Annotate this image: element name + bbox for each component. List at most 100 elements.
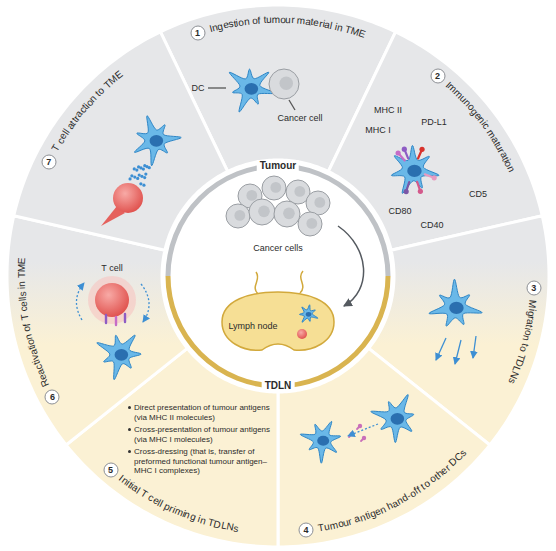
glyph: o [280, 14, 286, 26]
cell-body [135, 116, 182, 166]
cell-body [391, 145, 439, 193]
chemokine-dot [133, 175, 136, 178]
receptor-head [404, 189, 409, 194]
lymph-node [222, 292, 334, 350]
nucleus [317, 436, 329, 446]
nucleus [280, 77, 294, 91]
glyph: f [257, 15, 261, 27]
glyph: s [232, 522, 239, 535]
nucleus [115, 349, 129, 361]
cell-body [429, 279, 482, 326]
leader-line [208, 87, 226, 88]
chemokine-dot [137, 165, 140, 168]
glyph: u [266, 14, 272, 26]
signal-arrow [76, 283, 84, 320]
glyph: E [357, 28, 367, 42]
receptor-head [419, 147, 424, 152]
dendritic-cell [391, 145, 439, 193]
sector-group [369, 216, 549, 445]
receptor-head [396, 150, 401, 155]
nucleus [294, 186, 305, 197]
chemokine-dot [143, 164, 146, 167]
migration-arrow [436, 338, 446, 360]
cell-body [300, 421, 340, 463]
glyph: m [272, 14, 280, 26]
dendritic-cell [229, 69, 275, 112]
sector-wedge [369, 216, 549, 445]
bullet-text: Direct presentation of tumour antigens (… [134, 403, 273, 422]
glyph: T [19, 313, 32, 321]
glyph: n [16, 281, 28, 287]
glyph: E [16, 257, 28, 264]
glyph [16, 278, 28, 281]
molecule-label: PD-L1 [421, 117, 447, 128]
molecule-label: CD5 [469, 189, 487, 200]
cell-body [371, 395, 414, 443]
signal-arrow [141, 284, 149, 322]
glyph: M [16, 264, 28, 273]
glyph: T [16, 272, 28, 278]
glyph: e [17, 301, 30, 308]
flow-arrow [338, 226, 364, 306]
step-number: 3 [526, 280, 541, 295]
nucleus [306, 218, 317, 229]
cell-label: Cancer cell [277, 113, 322, 124]
centre-disc [168, 166, 388, 386]
bullet-text: Cross-dressing (that is, transfer of pre… [134, 447, 273, 476]
step-number: 4 [299, 523, 314, 538]
nucleus [391, 413, 405, 425]
step-number: 5 [103, 462, 118, 477]
t-cell-glow [88, 276, 136, 324]
tcr-contact [105, 315, 107, 323]
cancer-cell [269, 69, 299, 99]
molecule-label: CD40 [420, 220, 443, 231]
chemokine-dot [136, 177, 139, 180]
cell-body [229, 69, 275, 112]
step-number: 1 [190, 25, 205, 40]
molecule-label: CD80 [388, 206, 411, 217]
sector-title: T cell attraction to TME [11, 29, 230, 253]
process-sector: 7T cell attraction to TME [11, 29, 230, 253]
chemokine-dot [143, 176, 146, 179]
nucleus [449, 302, 463, 314]
nucleus [150, 135, 164, 147]
bullet-text: Cross-presentation of tumour antigens (v… [134, 425, 273, 444]
tcr-contact [115, 317, 117, 325]
nucleus [258, 206, 270, 218]
cancer-cell [262, 176, 286, 200]
molecule-label: MHC I [365, 125, 391, 136]
t-cell [297, 329, 307, 339]
chemokine-dot [128, 177, 131, 180]
sector-title: Immunogenic maturation [326, 29, 545, 253]
dendritic-cell [135, 116, 182, 166]
nucleus [314, 197, 325, 208]
cancer-cell [249, 199, 275, 225]
chemokine-dot [140, 175, 143, 178]
region-label: TDLN [262, 380, 295, 392]
chemokine-dot [133, 167, 136, 170]
antigen-head [362, 436, 366, 440]
step-number: 7 [41, 154, 56, 169]
chemokine-dot [139, 182, 142, 185]
cancer-cell [306, 191, 330, 215]
process-sector: 2Immunogenic maturation [326, 29, 545, 253]
process-sector: 3Migration to TDLNs [366, 213, 551, 447]
receptor-head [402, 147, 407, 152]
dendritic-cell [97, 335, 141, 380]
cell-label: DC [192, 83, 205, 94]
t-cell [113, 183, 143, 213]
cell-body [300, 305, 318, 322]
chemokine-dot [142, 184, 145, 187]
glyph: o [252, 15, 259, 27]
sector-title: Tumour antigen hand-off to other DCs [276, 346, 492, 549]
step-number: 6 [45, 390, 60, 405]
antigen-head [358, 424, 362, 428]
nucleus [234, 210, 245, 221]
tumour-ring [168, 166, 388, 276]
molecule-label: MHC II [374, 105, 402, 116]
t-cell [95, 283, 129, 317]
dendritic-cell [300, 305, 318, 322]
nucleus [306, 312, 312, 317]
nucleus [270, 182, 281, 193]
